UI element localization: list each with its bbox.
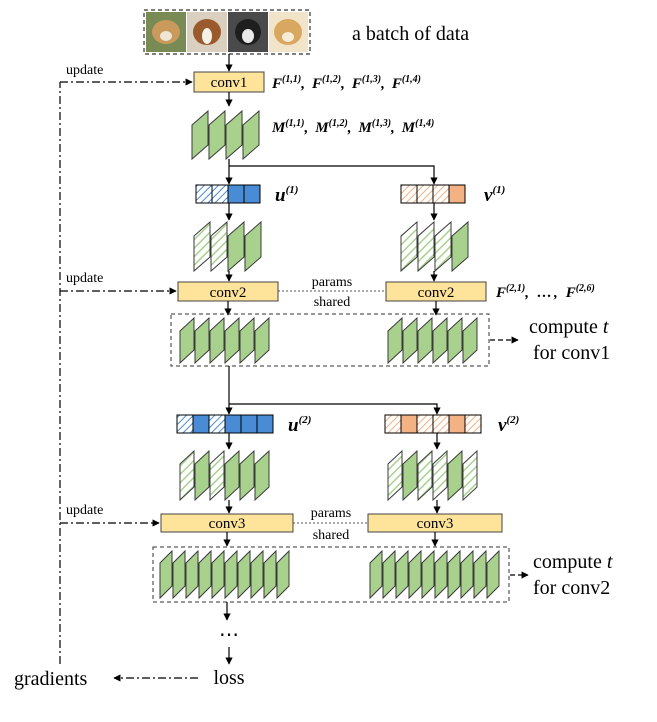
- conv2-left-label: conv2: [210, 285, 247, 301]
- loss-label: loss: [213, 667, 244, 689]
- update-label-3: update: [66, 503, 103, 518]
- dog-photo-1: [146, 12, 186, 52]
- for-conv2-label: for conv2: [533, 577, 610, 599]
- masked-maps-u2: [179, 449, 270, 502]
- batch-label: a batch of data: [352, 23, 469, 45]
- conv2-right-label: conv2: [418, 285, 455, 301]
- conv1-label: conv1: [211, 75, 248, 91]
- dog-photo-4: [269, 12, 308, 52]
- conv3-right-block: conv3: [367, 513, 503, 533]
- mask-v2-label: v(2): [498, 414, 519, 436]
- conv3-maps-left: [159, 549, 290, 600]
- params-label-2: params: [311, 506, 351, 521]
- mask-v2: [384, 414, 482, 434]
- masked-maps-v2: [387, 449, 478, 502]
- conv1-block: conv1: [193, 71, 265, 93]
- conv2-output-group: [170, 313, 490, 367]
- params-label-1: params: [312, 275, 352, 290]
- conv1-filters-label: F(1,1), F(1,2), F(1,3), F(1,4): [271, 74, 421, 92]
- update-label-1: update: [66, 63, 103, 78]
- shared-label-2: shared: [313, 528, 350, 543]
- masked-maps-u1: [193, 220, 262, 273]
- conv2-maps-left: [179, 316, 270, 365]
- mask-u2-label: u(2): [288, 414, 311, 436]
- gradients-label: gradients: [14, 668, 88, 690]
- conv3-maps-right: [369, 549, 500, 600]
- conv2-filters-label: F(2,1), …, F(2,6): [495, 283, 595, 301]
- batch-images: [143, 9, 311, 55]
- feature-maps-m1-label: M(1,1), M(1,2), M(1,3), M(1,4): [271, 118, 434, 136]
- mask-v1-label: v(1): [484, 184, 505, 206]
- conv2-maps-right: [387, 316, 478, 365]
- mask-u1-label: u(1): [275, 184, 298, 206]
- mask-v1: [400, 184, 466, 204]
- feature-maps-m1: [191, 109, 260, 161]
- dog-photo-3: [228, 12, 268, 52]
- for-conv1-label: for conv1: [533, 342, 610, 364]
- mask-u2: [176, 414, 274, 434]
- dog-photo-2: [187, 12, 227, 52]
- masked-maps-v1: [400, 220, 469, 273]
- conv3-output-group: [152, 546, 510, 603]
- mask-u1: [195, 184, 261, 204]
- conv2-left-block: conv2: [177, 281, 279, 302]
- shared-label-1: shared: [314, 295, 351, 310]
- update-label-2: update: [66, 271, 103, 286]
- conv3-right-label: conv3: [417, 516, 454, 532]
- conv3-left-block: conv3: [160, 513, 294, 533]
- conv2-right-block: conv2: [385, 281, 487, 302]
- conv3-left-label: conv3: [209, 516, 246, 532]
- ellipsis-label: ⋯: [219, 624, 239, 646]
